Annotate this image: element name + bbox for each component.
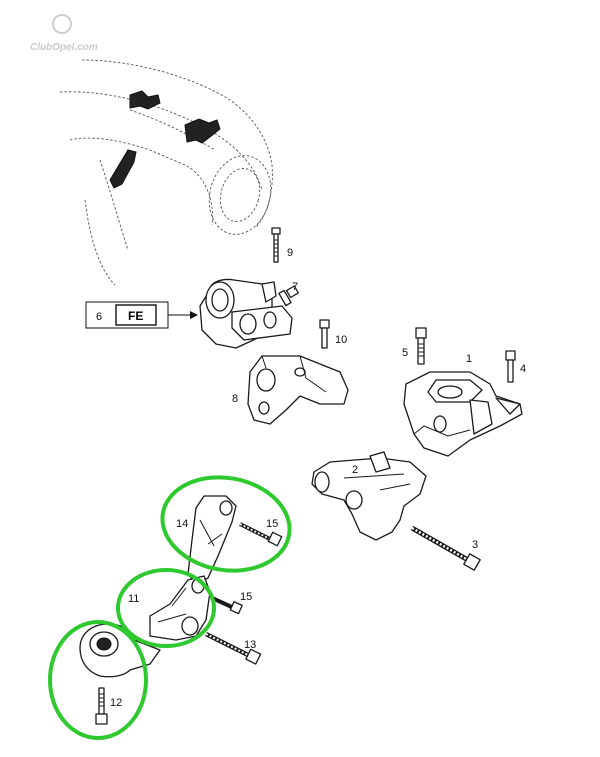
highlight-ellipse-upper-arm xyxy=(160,475,292,573)
torque-arm-14 xyxy=(187,495,237,585)
bolt-4 xyxy=(505,350,516,383)
label-7: 7 xyxy=(292,281,298,293)
label-12: 12 xyxy=(110,697,122,709)
car-mount-icons xyxy=(109,90,221,189)
bushing-mount xyxy=(79,623,161,678)
transmission-mount-1 xyxy=(403,371,523,457)
label-11: 11 xyxy=(128,593,139,605)
watermark-text: ClubOpel.com xyxy=(30,42,98,53)
label-1: 1 xyxy=(466,353,472,365)
label-13: 13 xyxy=(244,639,256,651)
label-2: 2 xyxy=(352,464,358,476)
highlight-ellipse-lower-arm xyxy=(116,568,216,648)
highlight-marks xyxy=(48,475,292,740)
label-9: 9 xyxy=(287,247,293,259)
bracket-8 xyxy=(247,355,349,425)
bolt-13 xyxy=(204,631,262,665)
torque-arm-11 xyxy=(149,575,211,641)
bolt-15-lower xyxy=(211,596,243,615)
bolt-15-upper xyxy=(239,522,283,547)
label-15-upper: 15 xyxy=(266,518,278,530)
bolt-9 xyxy=(271,227,281,263)
label-8: 8 xyxy=(232,393,238,405)
bolt-5 xyxy=(415,327,427,365)
label-15-lower: 15 xyxy=(240,591,252,603)
label-3: 3 xyxy=(472,539,478,551)
box-number: 6 xyxy=(96,311,102,323)
watermark: ClubOpel.com xyxy=(30,14,98,53)
box-code: FE xyxy=(128,309,143,323)
bolt-12 xyxy=(95,687,108,725)
car-outline xyxy=(59,59,273,286)
callout-box-6: 6 FE xyxy=(85,301,198,329)
bolt-3 xyxy=(410,525,481,571)
bolt-10 xyxy=(319,319,330,349)
label-10: 10 xyxy=(335,334,347,346)
part-labels: 9 7 10 8 5 1 4 2 3 14 15 11 15 13 12 xyxy=(110,247,526,709)
label-4: 4 xyxy=(520,363,526,375)
engine-mount-6 xyxy=(199,278,293,349)
label-14: 14 xyxy=(176,518,188,530)
bracket-2 xyxy=(311,451,427,541)
label-5: 5 xyxy=(402,347,408,359)
highlight-ellipse-bushing xyxy=(48,620,148,740)
bolt-7 xyxy=(278,285,299,307)
